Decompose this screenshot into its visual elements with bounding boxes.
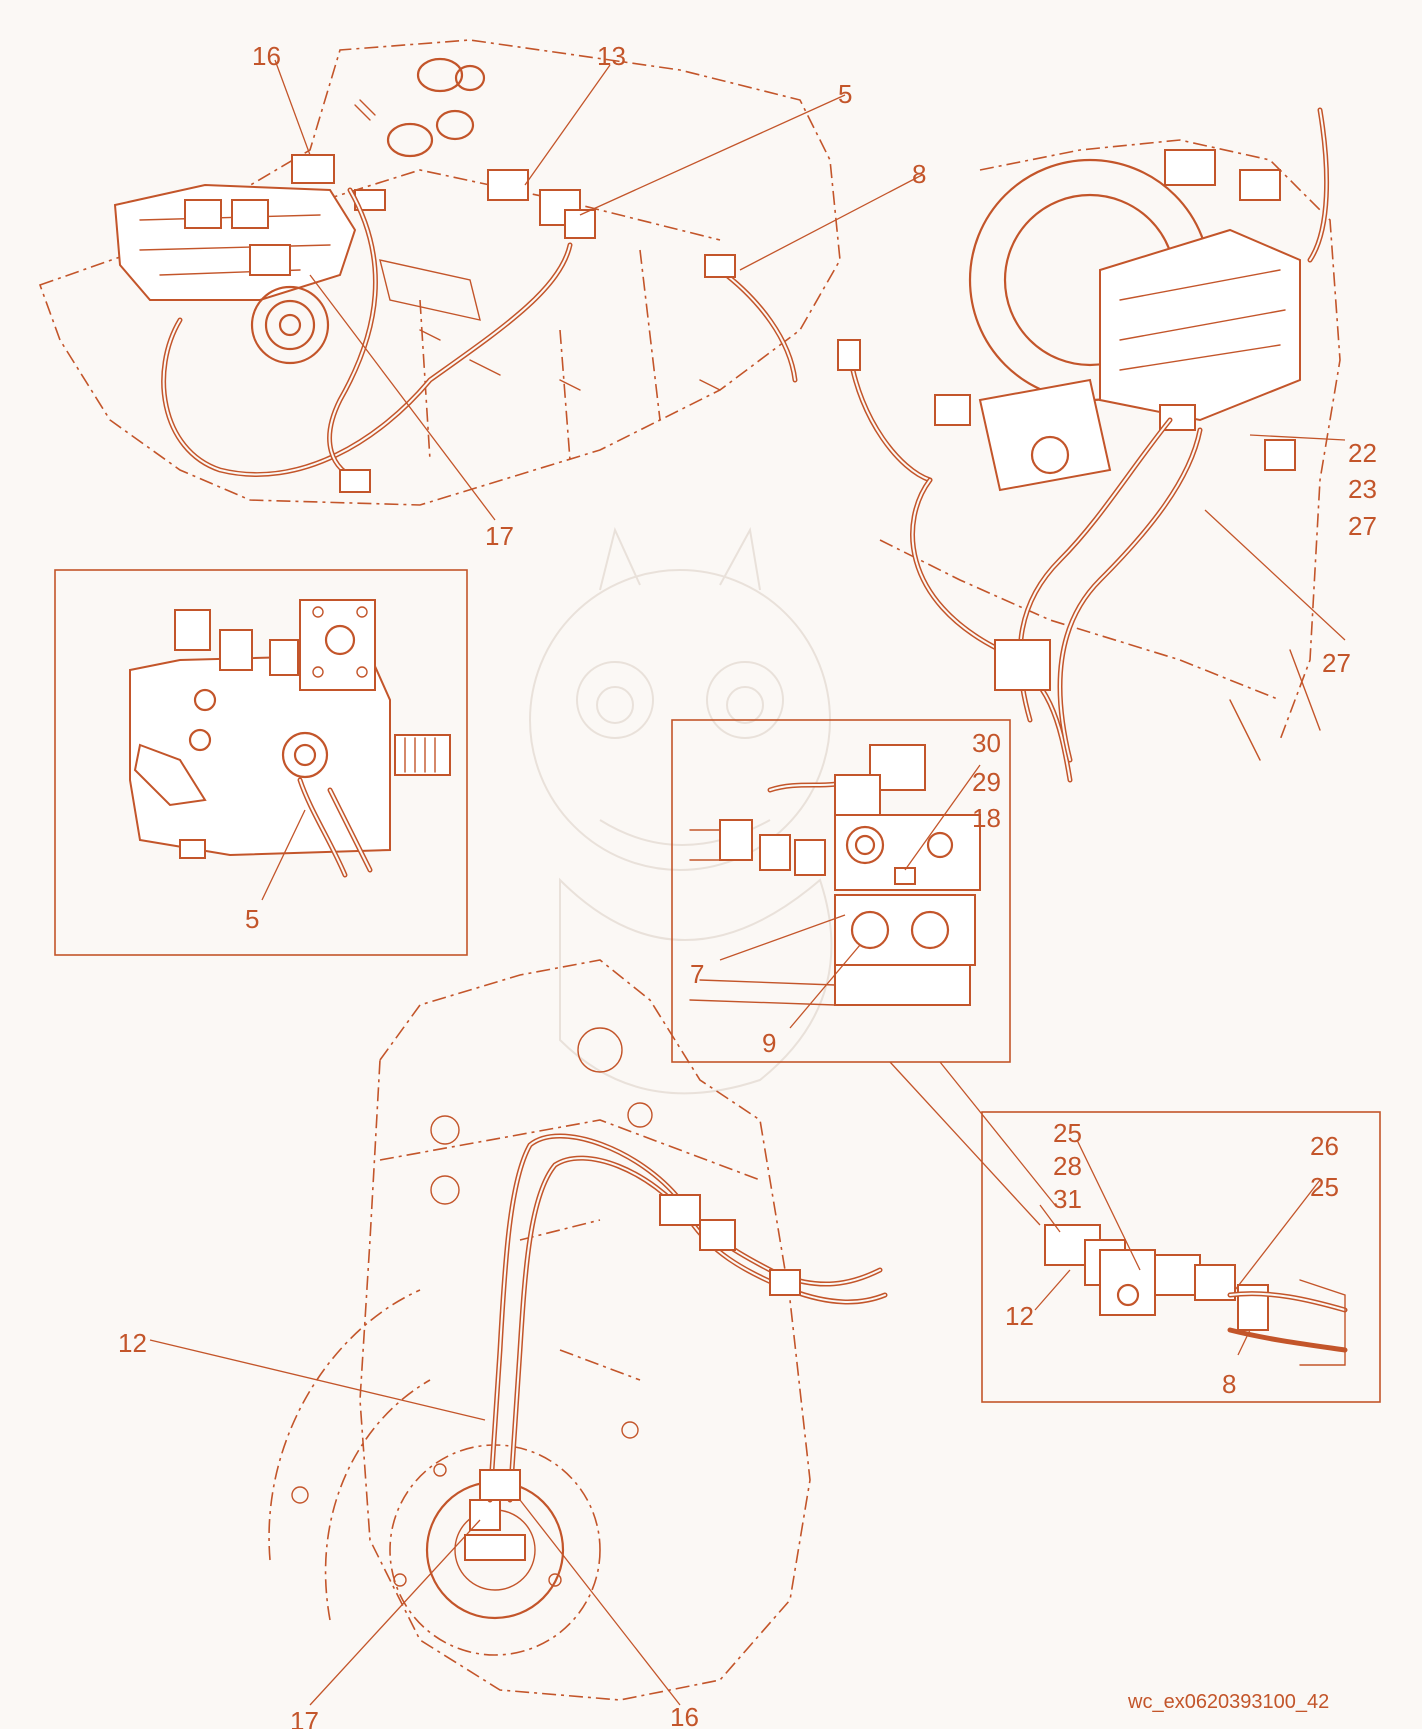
callout-25-a: 25	[1053, 1118, 1082, 1148]
callout-16-top: 16	[252, 41, 281, 71]
drawing-code: wc_ex0620393100_42	[1127, 1691, 1329, 1713]
callout-17-top: 17	[485, 521, 514, 551]
view-top-right	[837, 107, 1341, 783]
callout-8-inset: 8	[1222, 1369, 1236, 1399]
callout-5-inset: 5	[245, 904, 259, 934]
callout-16-bottom: 16	[670, 1702, 699, 1729]
dragon-mascot-icon	[529, 526, 833, 1095]
leaders-top-left	[274, 59, 923, 521]
callout-31: 31	[1053, 1184, 1082, 1214]
view-top-left	[38, 39, 841, 506]
callout-9: 9	[762, 1028, 776, 1058]
callout-8-top: 8	[912, 159, 926, 189]
callout-22: 22	[1348, 438, 1377, 468]
callout-13: 13	[597, 41, 626, 71]
callout-28: 28	[1053, 1151, 1082, 1181]
callout-5-top: 5	[838, 79, 852, 109]
callout-29: 29	[972, 767, 1001, 797]
callout-12-bottom: 12	[118, 1328, 147, 1358]
callout-27-a: 27	[1348, 511, 1377, 541]
callout-25-b: 25	[1310, 1172, 1339, 1202]
callout-17-bottom: 17	[290, 1706, 319, 1729]
callout-27-b: 27	[1322, 648, 1351, 678]
inset-fittings	[981, 1111, 1381, 1403]
inset-valve	[54, 569, 468, 956]
callout-23: 23	[1348, 474, 1377, 504]
callout-26: 26	[1310, 1131, 1339, 1161]
callout-18: 18	[972, 803, 1001, 833]
callout-7: 7	[690, 959, 704, 989]
leaders-top-right	[1204, 434, 1346, 641]
callout-30: 30	[972, 728, 1001, 758]
view-bottom	[149, 959, 888, 1706]
inset-manifold	[671, 719, 1011, 1063]
callout-12-inset: 12	[1005, 1301, 1034, 1331]
